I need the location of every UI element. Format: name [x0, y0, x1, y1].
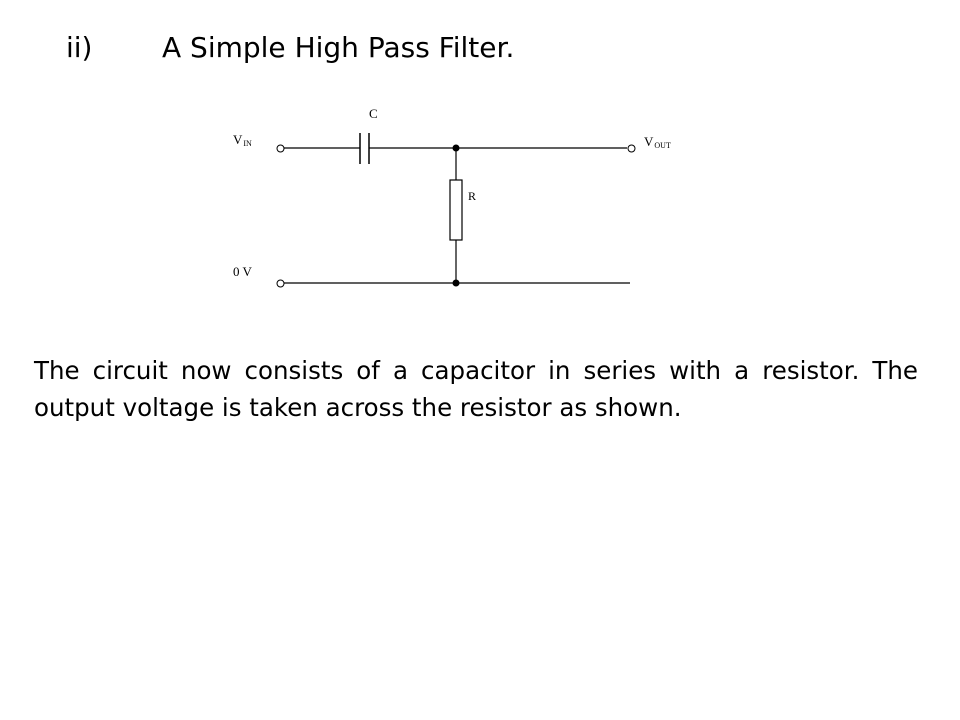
vin-label-sub: IN: [243, 139, 252, 148]
ground-terminal: [276, 279, 285, 288]
bottom-junction-dot: [452, 279, 460, 287]
section-number: ii): [66, 31, 93, 64]
slide-heading: ii) A Simple High Pass Filter.: [66, 28, 514, 68]
vin-terminal: [276, 144, 285, 153]
ground-label: 0 V: [233, 264, 253, 279]
top-junction-dot: [452, 144, 460, 152]
resistor-label: R: [468, 189, 476, 203]
vin-label: VIN: [233, 132, 252, 148]
vout-label-sub: OUT: [654, 141, 671, 150]
capacitor-label: C: [369, 106, 378, 121]
vout-label: VOUT: [644, 134, 671, 150]
description-paragraph: The circuit now consists of a capacitor …: [34, 356, 918, 422]
slide-title: A Simple High Pass Filter.: [162, 31, 515, 64]
resistor-body: [449, 179, 463, 241]
vout-label-main: V: [644, 134, 654, 149]
vin-label-main: V: [233, 132, 243, 147]
vout-terminal: [627, 144, 636, 153]
